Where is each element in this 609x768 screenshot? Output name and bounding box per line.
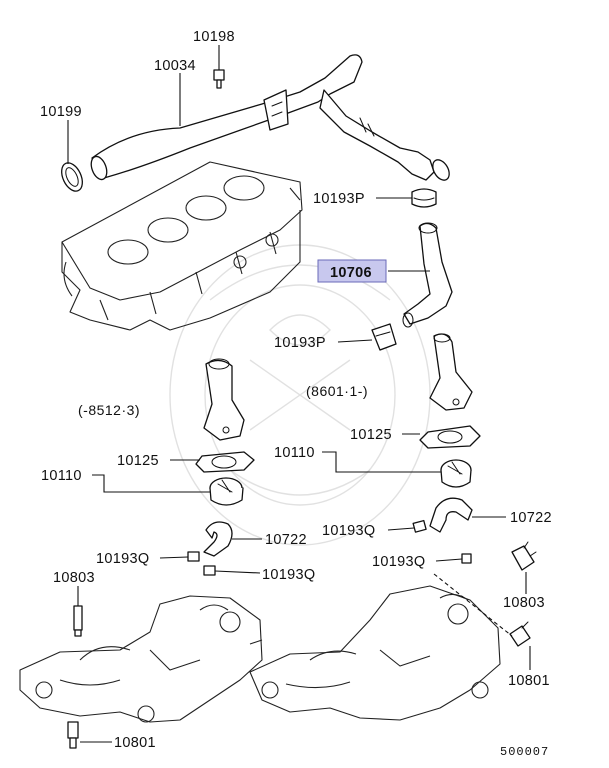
callout-10110-left[interactable]: 10110 xyxy=(41,468,82,484)
clamp-10193q-left-b[interactable] xyxy=(203,565,216,576)
water-inlet-pipe-right xyxy=(429,333,473,411)
callout-10110-right[interactable]: 10110 xyxy=(274,445,315,461)
callout-10706[interactable]: 10706 xyxy=(330,265,372,281)
water-hose-10706[interactable] xyxy=(402,222,453,328)
callout-10803-left[interactable]: 10803 xyxy=(53,570,95,586)
callout-10193q-right[interactable]: 10193Q xyxy=(322,523,375,539)
thermostat-10110-right[interactable] xyxy=(440,459,472,488)
clamp-10193q-right[interactable] xyxy=(412,519,427,533)
gasket-10125-left[interactable] xyxy=(195,451,255,473)
water-outlet-pipe-10034[interactable] xyxy=(88,54,452,183)
intake-manifold-left xyxy=(19,595,263,723)
clamp-10193p-top[interactable] xyxy=(411,188,437,208)
callout-10198[interactable]: 10198 xyxy=(193,29,235,45)
callout-10706-highlight[interactable]: 10706 xyxy=(317,259,387,283)
clamp-10193q-right-b[interactable] xyxy=(461,553,472,564)
callout-10125-right[interactable]: 10125 xyxy=(350,427,392,443)
callout-10199[interactable]: 10199 xyxy=(40,104,82,120)
bolt-10198[interactable] xyxy=(213,69,225,89)
callout-10193q-left-a[interactable]: 10193Q xyxy=(96,551,149,567)
note-right-date: (8601·1-) xyxy=(306,383,368,399)
hose-10722-left[interactable] xyxy=(203,521,233,557)
callout-10803-right[interactable]: 10803 xyxy=(503,595,545,611)
sensor-10803-left[interactable] xyxy=(73,605,83,637)
hose-10722-right[interactable] xyxy=(429,497,473,533)
leader-lines xyxy=(67,45,531,743)
clamp-10193p-mid[interactable] xyxy=(371,323,397,351)
callout-10193q-left-b[interactable]: 10193Q xyxy=(262,567,315,583)
sensor-10803-right[interactable] xyxy=(511,541,537,571)
callout-10801-right[interactable]: 10801 xyxy=(508,673,550,689)
highlight-box xyxy=(317,259,387,283)
thermostat-10110-left[interactable] xyxy=(209,477,244,506)
callout-10125-left[interactable]: 10125 xyxy=(117,453,159,469)
intake-manifold-right xyxy=(249,585,501,721)
diagram-reference-number: 500007 xyxy=(500,745,549,759)
sensor-10801-left[interactable] xyxy=(67,721,79,749)
water-inlet-pipe-left xyxy=(203,358,245,441)
watermark-emblem xyxy=(169,244,431,546)
callout-10722-left[interactable]: 10722 xyxy=(265,532,307,548)
callout-10193p-top[interactable]: 10193P xyxy=(313,191,365,207)
gasket-10125-right[interactable] xyxy=(419,425,481,449)
engine-cylinder-head xyxy=(61,161,303,331)
callout-10801-left[interactable]: 10801 xyxy=(114,735,156,751)
sensor-10801-right[interactable] xyxy=(509,621,531,647)
clamp-10193q-left-a[interactable] xyxy=(187,551,200,562)
callout-10193p-mid[interactable]: 10193P xyxy=(274,335,326,351)
callout-10722-right[interactable]: 10722 xyxy=(510,510,552,526)
note-left-date: (-8512·3) xyxy=(78,402,140,418)
o-ring-10199[interactable] xyxy=(58,160,87,195)
callout-10034[interactable]: 10034 xyxy=(154,58,196,74)
callout-10193q-right-b[interactable]: 10193Q xyxy=(372,554,425,570)
